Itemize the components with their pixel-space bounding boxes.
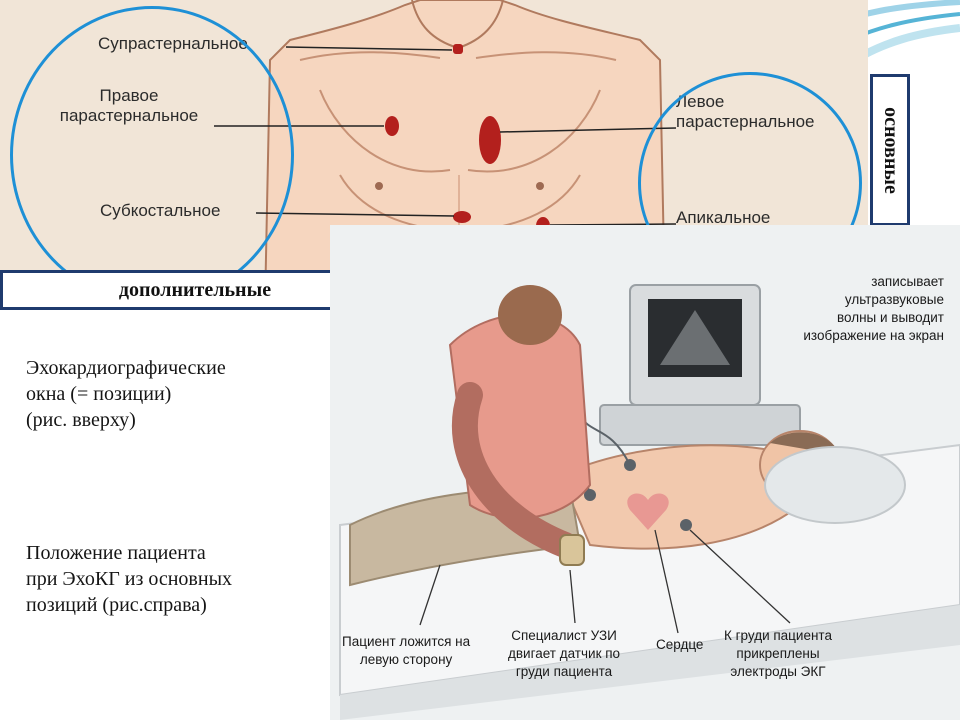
extra-windows-box: дополнительные xyxy=(0,270,390,310)
caption-line: электроды ЭКГ xyxy=(730,664,826,679)
caption-line: двигает датчик по xyxy=(508,646,621,661)
main-windows-box: основные xyxy=(870,74,910,226)
caption-line: изображение на экран xyxy=(803,328,944,343)
subcostal-marker xyxy=(453,211,471,223)
specialist-caption: Специалист УЗИ двигает датчик по груди п… xyxy=(508,627,620,681)
patient-position-text: Положение пациента при ЭхоКГ из основных… xyxy=(26,540,316,618)
text-line: при ЭхоКГ из основных xyxy=(26,568,233,590)
text-line: Эхокардиографические xyxy=(26,357,226,379)
caption-line: прикреплены xyxy=(736,646,820,661)
text-line: позиций (рис.справа) xyxy=(26,594,207,616)
caption-line: К груди пациента xyxy=(724,628,832,643)
caption-line: Пациент ложится на xyxy=(342,634,471,649)
text-line: окна (= позиции) xyxy=(26,383,172,405)
echo-windows-diagram: Супрастернальное Правое парастернальное … xyxy=(0,0,868,306)
machine-caption: записывает ультразвуковые волны и выводи… xyxy=(803,273,944,345)
electrodes-caption: К груди пациента прикреплены электроды Э… xyxy=(724,627,832,681)
heart-caption: Сердце xyxy=(656,637,704,652)
extra-windows-label: дополнительные xyxy=(118,278,272,301)
echo-exam-illustration: записывает ультразвуковые волны и выводи… xyxy=(330,225,960,720)
text-line: (рис. вверху) xyxy=(26,409,136,431)
caption-line: записывает xyxy=(871,274,944,289)
text-line: Положение пациента xyxy=(26,542,206,564)
exam-scene xyxy=(330,225,960,720)
caption-line: левую сторону xyxy=(359,652,453,667)
left-parasternal-marker xyxy=(479,116,501,164)
caption-line: ультразвуковые xyxy=(844,292,944,307)
echo-windows-text: Эхокардиографические окна (= позиции) (р… xyxy=(26,355,316,433)
extra-windows-circle xyxy=(10,6,294,304)
suprasternal-marker xyxy=(453,44,463,54)
caption-line: волны и выводит xyxy=(836,310,944,325)
caption-line: Специалист УЗИ xyxy=(511,628,617,643)
main-windows-label: основные xyxy=(879,106,902,194)
patient-caption: Пациент ложится на левую сторону xyxy=(342,633,470,669)
right-parasternal-marker xyxy=(385,116,399,136)
caption-line: груди пациента xyxy=(515,664,613,679)
